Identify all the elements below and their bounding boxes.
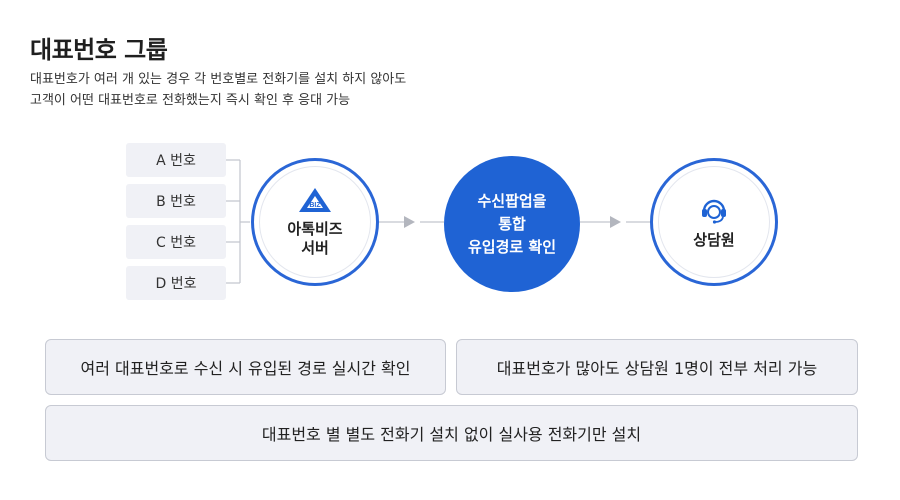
feature-box-1: 여러 대표번호로 수신 시 유입된 경로 실시간 확인 [45,339,446,395]
number-box-c: C 번호 [126,225,226,259]
number-box-d: D 번호 [126,266,226,300]
agent-label: 상담원 [693,230,735,249]
number-box-a: A 번호 [126,143,226,177]
arrow-right-icon [610,216,621,228]
atalk-biz-logo-icon: BIZ [299,188,331,212]
page-title: 대표번호 그룹 [30,36,168,64]
headset-agent-icon [702,199,726,224]
popup-node: 수신팝업을 통합 유입경로 확인 [444,156,580,292]
server-label-line-1: 아톡비즈 [287,220,343,238]
arrow-right-icon [404,216,415,228]
server-label-line-2: 서버 [301,239,329,257]
logo-text: BIZ [309,202,321,209]
popup-line-3: 유입경로 확인 [467,237,557,256]
feature-box-3: 대표번호 별 별도 전화기 설치 없이 실사용 전화기만 설치 [45,405,858,461]
popup-line-1: 수신팝업을 [477,191,547,210]
feature-box-2: 대표번호가 많아도 상담원 1명이 전부 처리 가능 [456,339,858,395]
number-box-b: B 번호 [126,184,226,218]
description-line-1: 대표번호가 여러 개 있는 경우 각 번호별로 전화기를 설치 하지 않아도 [30,72,407,87]
server-node: BIZ 아톡비즈 서버 [251,158,379,286]
popup-line-2: 통합 [498,214,526,233]
agent-node: 상담원 [650,158,778,286]
description-line-2: 고객이 어떤 대표번호로 전화했는지 즉시 확인 후 응대 가능 [30,93,351,108]
description: 대표번호가 여러 개 있는 경우 각 번호별로 전화기를 설치 하지 않아도 고… [30,69,406,111]
